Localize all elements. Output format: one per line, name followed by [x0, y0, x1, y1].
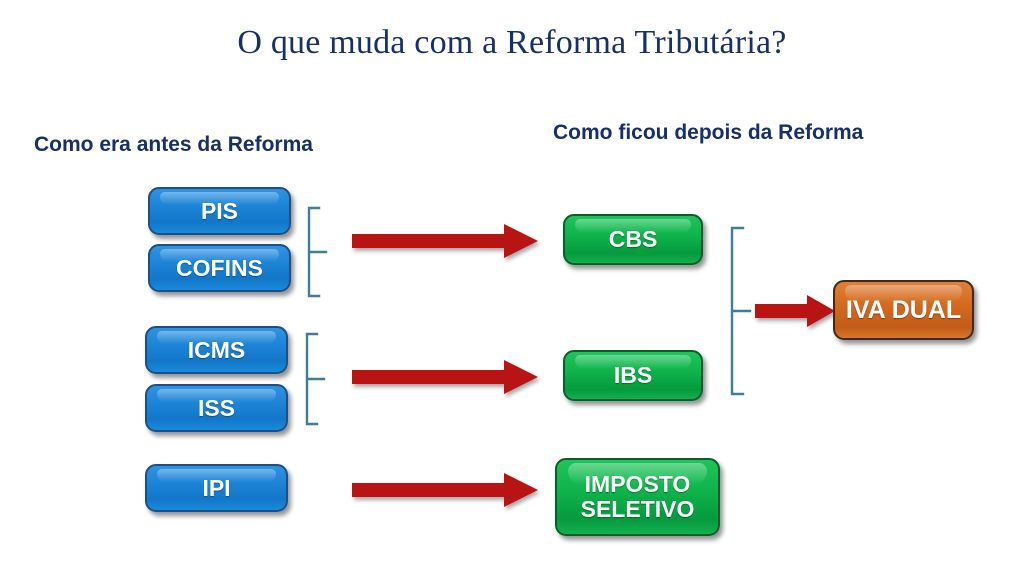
- heading-before-reform: Como era antes da Reforma: [34, 133, 313, 156]
- right-arrow-icon-cbs-ibs-to-iva-dual: [755, 295, 835, 327]
- bracket-cbs-ibs: [727, 226, 753, 396]
- bracket-pis-cofins: [305, 206, 329, 298]
- tax-box-ipi[interactable]: IPI: [145, 464, 288, 512]
- bracket-icms-iss: [303, 332, 327, 426]
- tax-box-iva-dual-label: IVA DUAL: [845, 295, 962, 324]
- tax-box-ibs-label: IBS: [613, 362, 653, 389]
- tax-box-ipi-label: IPI: [202, 474, 231, 501]
- right-arrow-icon-pis-cofins-to-cbs: [352, 224, 538, 258]
- tax-box-iss[interactable]: ISS: [145, 384, 288, 432]
- tax-box-imposto-seletivo[interactable]: IMPOSTO SELETIVO: [555, 458, 720, 536]
- tax-box-iss-label: ISS: [197, 394, 236, 421]
- tax-box-cbs-label: CBS: [608, 226, 658, 253]
- page-title: O que muda com a Reforma Tributária?: [237, 24, 787, 61]
- right-arrow-icon-ipi-to-seletivo: [352, 473, 538, 507]
- tax-box-imposto-seletivo-label-line1: IMPOSTO: [584, 471, 691, 498]
- tax-box-cbs[interactable]: CBS: [563, 214, 703, 265]
- tax-box-pis[interactable]: PIS: [148, 187, 291, 235]
- right-arrow-icon-icms-iss-to-ibs: [352, 360, 538, 394]
- tax-box-ibs[interactable]: IBS: [563, 350, 703, 401]
- tax-box-iva-dual[interactable]: IVA DUAL: [833, 280, 974, 340]
- tax-box-imposto-seletivo-label-line2: SELETIVO: [580, 496, 695, 522]
- tax-box-cofins[interactable]: COFINS: [148, 244, 291, 292]
- tax-box-icms[interactable]: ICMS: [145, 326, 288, 374]
- tax-box-icms-label: ICMS: [187, 336, 246, 363]
- heading-after-reform: Como ficou depois da Reforma: [553, 121, 864, 144]
- tax-box-pis-label: PIS: [200, 197, 239, 224]
- tax-box-cofins-label: COFINS: [176, 254, 263, 281]
